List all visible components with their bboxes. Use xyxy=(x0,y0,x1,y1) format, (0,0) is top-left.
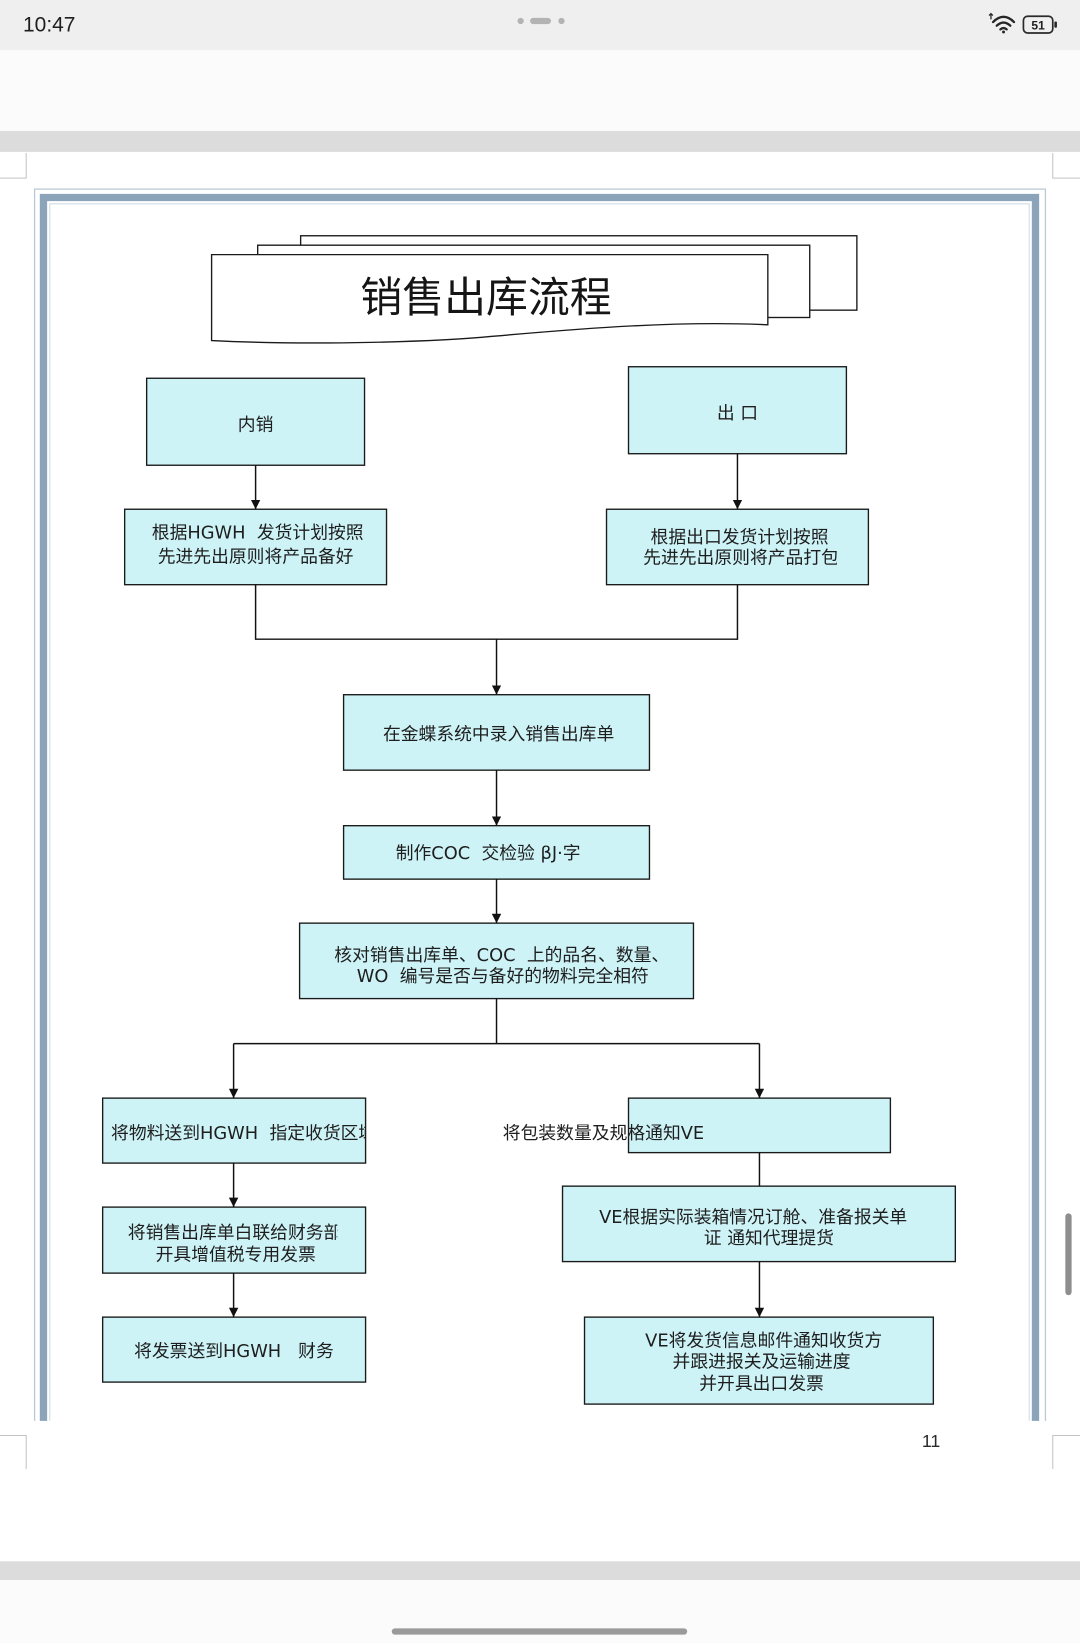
flow-box-rect xyxy=(342,694,651,771)
flow-box-label: 将物料送到HGWH 指定收货区域 xyxy=(111,1123,376,1144)
home-indicator[interactable] xyxy=(391,1628,688,1635)
flow-box-label: 出 口 xyxy=(717,403,758,424)
battery-icon: 51 xyxy=(1022,15,1057,34)
crop-mark-top-left xyxy=(0,152,27,179)
title-banner-front-sheet xyxy=(210,253,769,344)
flow-box-domestic-sales: 内销 xyxy=(145,377,366,466)
flow-box-label: 在金蝶系统中录入销售出库单 xyxy=(383,724,614,745)
flow-box-rect xyxy=(583,1316,935,1405)
title-banner: 销售出库流程 xyxy=(210,235,858,344)
flow-box-line: 证 通知代理提货 xyxy=(704,1228,834,1249)
flow-box-line: 并跟进报关及运输进度 xyxy=(673,1351,851,1372)
crop-marks xyxy=(0,152,1080,1470)
battery-level: 51 xyxy=(1031,18,1045,32)
multi-window-dots-icon[interactable] xyxy=(517,17,565,25)
flow-box-export: 出 口 xyxy=(627,366,848,455)
split-connector xyxy=(233,998,760,1045)
document-viewport[interactable]: 销售出库流程 内销 出 口 根据HGWH 发货计划按照 先进先出原则将产品备好 … xyxy=(0,130,1080,1643)
status-bar-background xyxy=(0,0,1080,51)
flow-box-send-invoice: 将发票送到HGWH 财务部 xyxy=(101,1316,367,1383)
flow-box-rect xyxy=(101,1206,367,1274)
scroll-indicator[interactable] xyxy=(1065,1213,1072,1296)
crop-mark-bottom-right xyxy=(1052,1435,1080,1470)
flow-box-line: 先进先出原则将产品打包 xyxy=(643,548,839,569)
flow-box-line: 先进先出原则将产品备好 xyxy=(158,547,354,568)
flow-box-ve-booking: VE根据实际装箱情况订舱、准备报关单 证 通知代理提货 xyxy=(561,1185,957,1263)
flow-box-line: WO 编号是否与备好的物料完全相符 xyxy=(357,966,649,987)
flow-box-label: 将包装数量及规格通知VE xyxy=(503,1123,704,1144)
page-gap-bottom xyxy=(0,1561,1080,1581)
flow-box-line: 根据出口发货计划按照 xyxy=(651,527,829,548)
flow-box-rect xyxy=(123,508,388,586)
flow-box-rect xyxy=(561,1185,957,1263)
flow-box-export-pack: 根据出口发货计划按照 先进先出原则将产品打包 xyxy=(605,508,870,586)
page-border-inner xyxy=(49,203,1030,1421)
status-bar: 10:47 51 xyxy=(0,0,1080,51)
flow-box-label: 制作COC 交检验 βJ·字 xyxy=(396,843,581,864)
flow-box-line: 将销售出库单白联给财务部 xyxy=(128,1223,342,1244)
page-number: 11 xyxy=(922,1431,941,1451)
flow-box-line: 根据HGWH 发货计划按照 xyxy=(152,523,364,544)
flow-box-rect xyxy=(298,922,695,1000)
flow-box-deliver-goods: 将物料送到HGWH 指定收货区域 xyxy=(101,1097,376,1164)
flow-box-rect xyxy=(605,508,870,586)
flow-box-line: 并开具出口发票 xyxy=(699,1373,824,1394)
flow-box-rect xyxy=(342,825,651,880)
flow-box-line: VE根据实际装箱情况订舱、准备报关单 xyxy=(599,1207,907,1228)
flow-box-notify-ve: 将包装数量及规格通知VE xyxy=(503,1097,892,1154)
flow-box-rect xyxy=(627,1097,892,1154)
flow-box-coc-inspection: 制作COC 交检验 βJ·字 xyxy=(342,825,651,880)
status-time: 10:47 xyxy=(23,13,75,36)
page-gap-top xyxy=(0,130,1080,152)
flow-box-label: 内销 xyxy=(238,415,274,436)
flow-box-rect xyxy=(627,366,848,455)
flow-box-rect xyxy=(101,1316,367,1383)
page-title: 销售出库流程 xyxy=(360,273,611,322)
page-border-outer xyxy=(33,188,1047,1421)
flowchart: 内销 出 口 根据HGWH 发货计划按照 先进先出原则将产品备好 根据出口发货计… xyxy=(101,366,957,1405)
flow-box-domestic-prepare: 根据HGWH 发货计划按照 先进先出原则将产品备好 xyxy=(123,508,388,586)
flow-box-finance-copy: 将销售出库单白联给财务部 开具增值税专用发票 xyxy=(101,1206,367,1274)
flow-box-line: 核对销售出库单、COC 上的品名、数量、 xyxy=(334,945,669,966)
app-toolbar xyxy=(0,50,1080,131)
page-border-thick xyxy=(39,193,1040,1421)
flow-box-line: VE将发货信息邮件通知收货方 xyxy=(645,1330,882,1351)
crop-mark-bottom-left xyxy=(0,1435,27,1470)
flow-box-label: 将发票送到HGWH 财务部 xyxy=(134,1341,351,1362)
page-border xyxy=(33,188,1047,1421)
flow-box-verify-items: 核对销售出库单、COC 上的品名、数量、 WO 编号是否与备好的物料完全相符 xyxy=(298,922,695,1000)
crop-mark-top-right xyxy=(1052,152,1080,179)
wifi-icon xyxy=(988,12,1016,34)
flow-box-kingdee-entry: 在金蝶系统中录入销售出库单 xyxy=(342,694,651,771)
flow-box-ve-follow-up: VE将发货信息邮件通知收货方 并跟进报关及运输进度 并开具出口发票 xyxy=(583,1316,935,1405)
flow-box-line: 开具增值税专用发票 xyxy=(156,1245,316,1266)
flow-connectors xyxy=(228,453,765,1318)
